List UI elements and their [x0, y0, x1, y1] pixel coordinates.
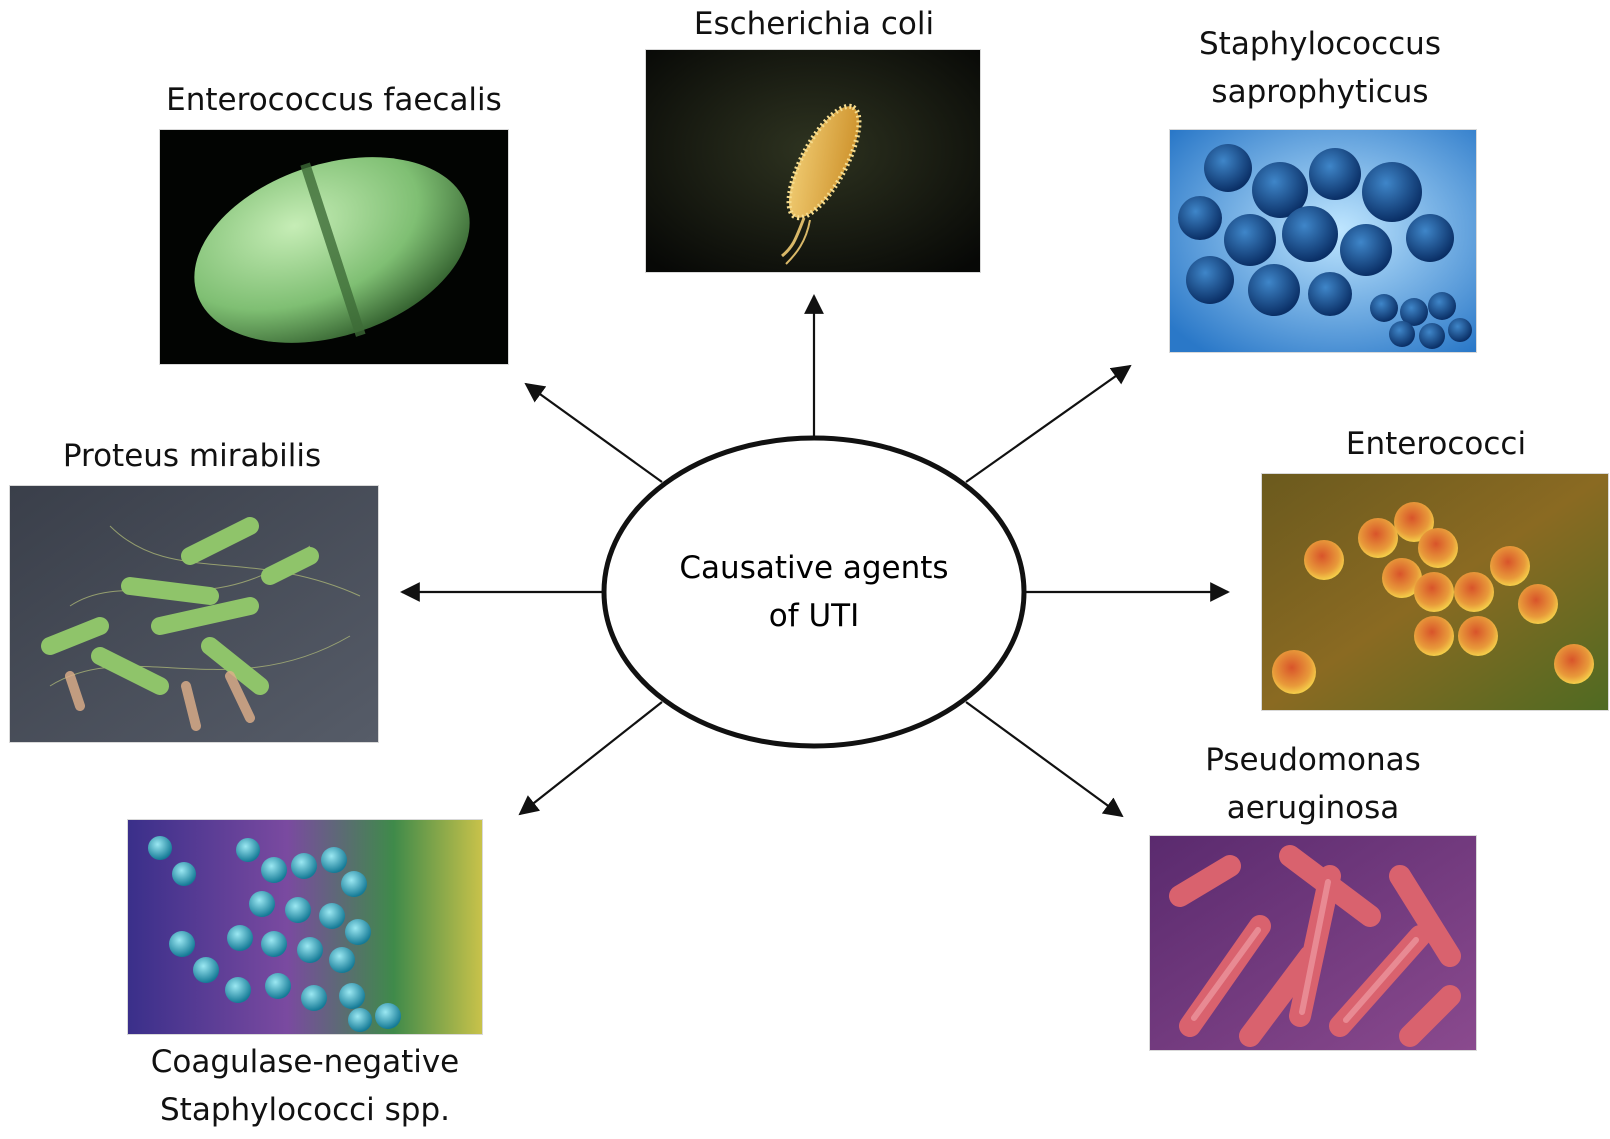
- label-coagulase-negative-staphylococci-line2: Staphylococci spp.: [159, 1092, 450, 1128]
- label-escherichia-coli-line1: Escherichia coli: [693, 6, 935, 42]
- label-enterococci-line1: Enterococci: [1345, 426, 1527, 462]
- label-proteus-mirabilis-line1: Proteus mirabilis: [62, 438, 322, 474]
- arrow-to-staphylococcus-saprophyticus: [965, 364, 1132, 483]
- arrow-to-enterococcus-faecalis: [524, 382, 663, 483]
- central-node: [601, 435, 1027, 749]
- label-escherichia-coli: Escherichia coli: [646, 0, 982, 48]
- label-staphylococcus-saprophyticus: Staphylococcus saprophyticus: [1170, 20, 1470, 116]
- label-proteus-mirabilis: Proteus mirabilis: [10, 432, 374, 480]
- image-enterococci: [1262, 474, 1608, 710]
- arrow-to-coagulase-negative-staphylococci: [518, 701, 663, 816]
- label-pseudomonas-aeruginosa-line2: aeruginosa: [1226, 790, 1400, 826]
- label-pseudomonas-aeruginosa: Pseudomonas aeruginosa: [1150, 736, 1476, 832]
- label-enterococci: Enterococci: [1262, 420, 1610, 468]
- image-proteus-mirabilis: [10, 486, 378, 742]
- label-staphylococcus-saprophyticus-line2: saprophyticus: [1211, 74, 1429, 110]
- arrow-to-pseudomonas-aeruginosa: [965, 701, 1124, 818]
- label-staphylococcus-saprophyticus-line1: Staphylococcus: [1199, 26, 1441, 62]
- label-enterococcus-faecalis: Enterococcus faecalis: [160, 76, 508, 124]
- label-pseudomonas-aeruginosa-line1: Pseudomonas: [1205, 742, 1421, 778]
- image-escherichia-coli: [646, 50, 980, 272]
- image-pseudomonas-aeruginosa: [1150, 836, 1476, 1050]
- label-coagulase-negative-staphylococci: Coagulase-negative Staphylococci spp.: [128, 1038, 482, 1134]
- image-coagulase-negative-staphylococci: [128, 820, 482, 1034]
- central-node-label-line2: of UTI: [769, 598, 860, 634]
- central-node-label-line1: Causative agents: [679, 550, 948, 586]
- image-staphylococcus-saprophyticus: [1170, 130, 1476, 352]
- image-enterococcus-faecalis: [160, 130, 508, 364]
- label-coagulase-negative-staphylococci-line1: Coagulase-negative: [150, 1044, 460, 1080]
- label-enterococcus-faecalis-line1: Enterococcus faecalis: [166, 82, 502, 118]
